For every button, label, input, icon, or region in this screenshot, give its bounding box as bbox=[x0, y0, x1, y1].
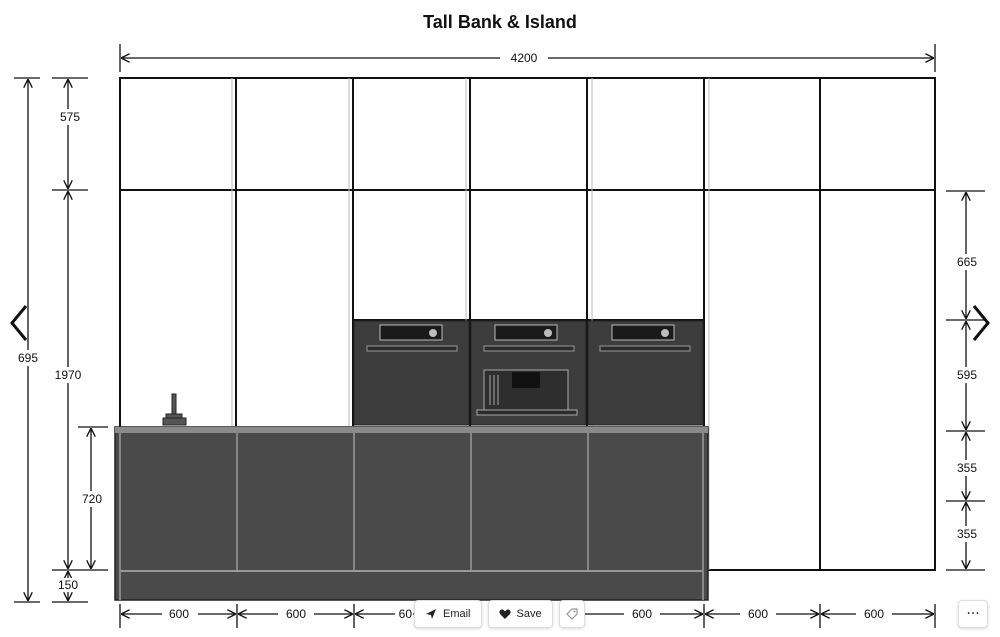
plinth-label: 150 bbox=[58, 578, 78, 592]
tall-bank bbox=[119, 77, 936, 571]
email-button[interactable]: Email bbox=[414, 600, 482, 628]
right-drawer1-label: 355 bbox=[957, 461, 977, 475]
send-icon bbox=[426, 609, 436, 619]
coffee-drip-tray bbox=[476, 409, 578, 416]
email-label: Email bbox=[443, 608, 471, 620]
bottom-width-label: 600 bbox=[169, 607, 189, 621]
bottom-width-label: 600 bbox=[632, 607, 652, 621]
oven-left-handle bbox=[366, 345, 458, 352]
more-options-button[interactable]: ··· bbox=[958, 600, 988, 628]
oven-left-knob bbox=[429, 329, 437, 337]
dimension-labels: 4200 695 575 1970 720 150 665 595 355 35… bbox=[14, 50, 982, 622]
tap-icon bbox=[162, 393, 187, 426]
oven-right-display bbox=[611, 324, 675, 341]
right-drawer2-label: 355 bbox=[957, 527, 977, 541]
right-oven-label: 595 bbox=[957, 368, 977, 382]
bottom-width-label: 600 bbox=[748, 607, 768, 621]
overall-width-label: 4200 bbox=[511, 51, 538, 65]
bottom-width-label: 600 bbox=[286, 607, 306, 621]
island-body bbox=[114, 426, 709, 601]
top-section-label: 575 bbox=[60, 110, 80, 124]
bottom-width-label: 600 bbox=[864, 607, 884, 621]
next-arrow-icon[interactable] bbox=[966, 300, 996, 346]
tall-unit-label: 1970 bbox=[55, 368, 82, 382]
heart-icon bbox=[498, 609, 511, 619]
image-toolbar: Email Save bbox=[414, 600, 585, 628]
tag-icon bbox=[565, 608, 578, 620]
previous-arrow-icon[interactable] bbox=[4, 300, 34, 346]
island-height-label: 720 bbox=[82, 492, 102, 506]
bottom-width-label: 60 bbox=[399, 607, 413, 621]
coffee-display bbox=[494, 324, 558, 341]
oven-right-knob bbox=[661, 329, 669, 337]
coffee-knob bbox=[544, 329, 552, 337]
oven-right-handle bbox=[599, 345, 691, 352]
save-label: Save bbox=[516, 608, 542, 620]
oven-left-display bbox=[379, 324, 443, 341]
tag-button[interactable] bbox=[558, 600, 585, 628]
appliance-row bbox=[353, 320, 704, 426]
island bbox=[114, 426, 709, 601]
save-button[interactable]: Save bbox=[487, 600, 553, 628]
coffee-handle bbox=[483, 345, 575, 352]
left-outer-label: 695 bbox=[18, 351, 38, 365]
island-worktop bbox=[115, 427, 708, 433]
drawing-title: Tall Bank & Island bbox=[423, 12, 577, 32]
right-upper-label: 665 bbox=[957, 255, 977, 269]
coffee-spout bbox=[512, 372, 540, 388]
